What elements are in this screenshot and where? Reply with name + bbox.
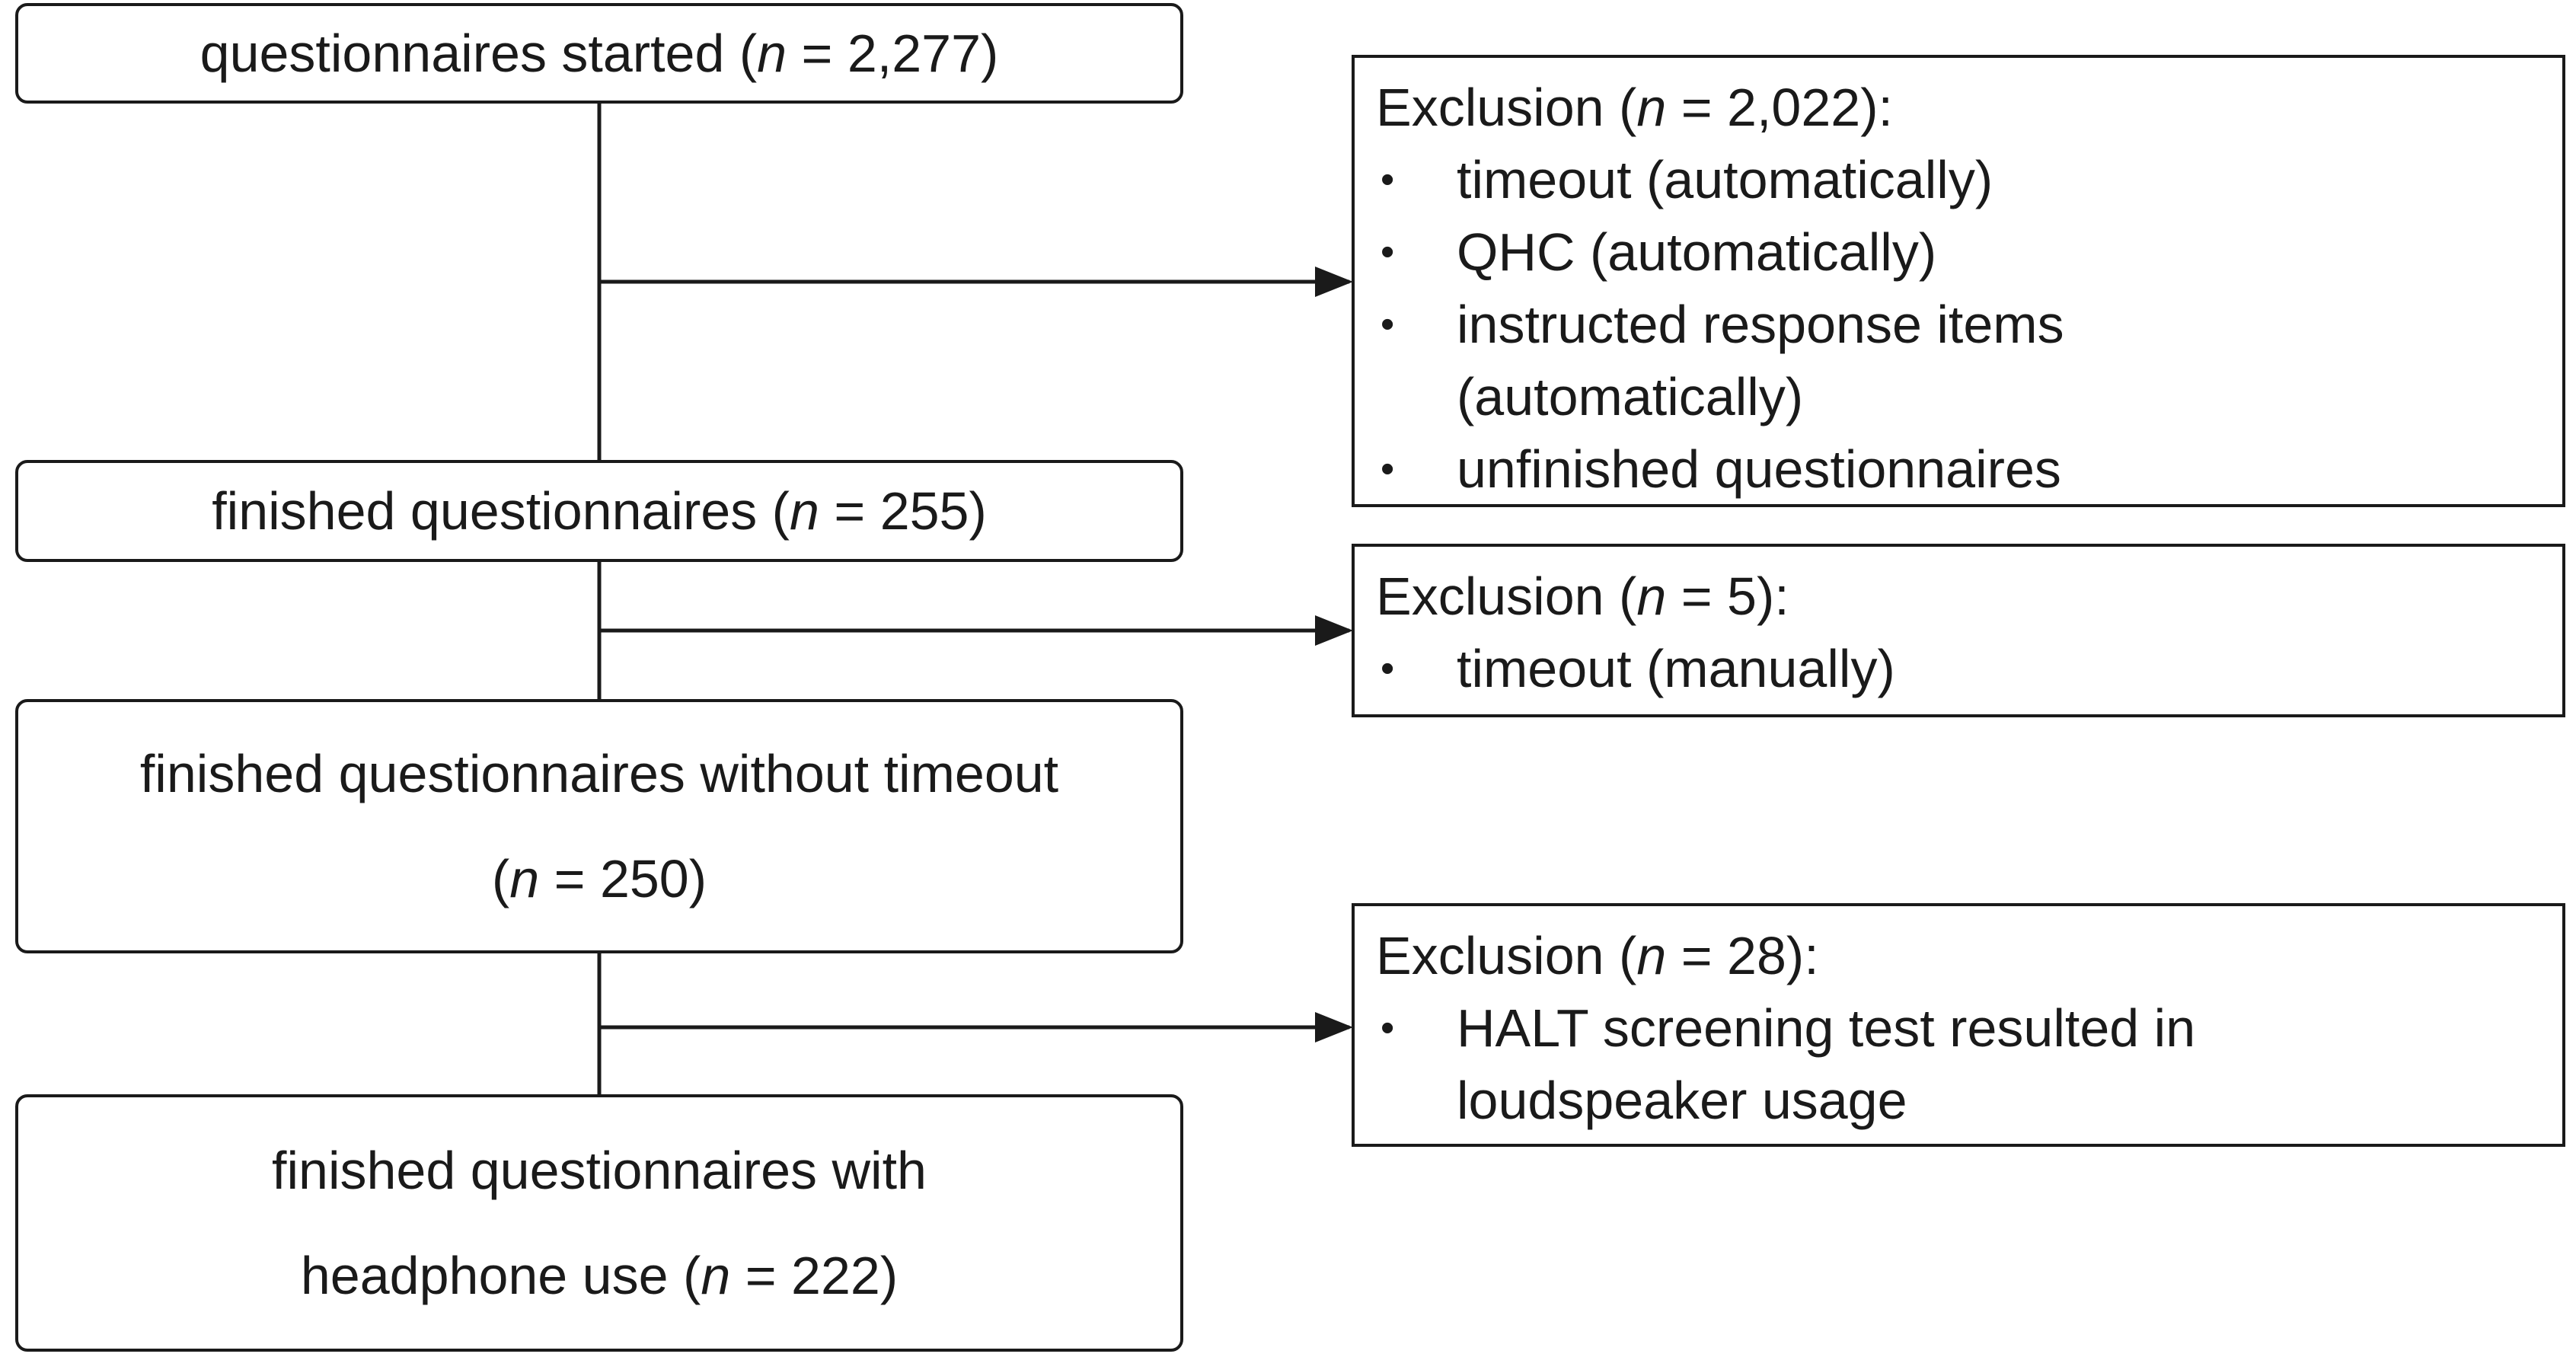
exclusion-3-list: HALT screening test resulted in loudspea…: [1376, 992, 2562, 1137]
exclusion-2-heading: Exclusion (n = 5):: [1376, 567, 1789, 626]
no-timeout-line2: (n = 250): [491, 849, 707, 908]
exclusion-3-item-halt-screening: HALT screening test resulted in loudspea…: [1376, 992, 2562, 1137]
finished-label: finished questionnaires (n = 255): [212, 481, 987, 541]
exclusion-1-heading: Exclusion (n = 2,022):: [1376, 78, 1893, 137]
exclusion-box-2: Exclusion (n = 5): timeout (manually): [1352, 544, 2565, 717]
exclusion-1-item-unfinished: unfinished questionnaires: [1376, 433, 2562, 506]
headphone-line2: headphone use (n = 222): [300, 1246, 899, 1305]
box-finished-with-headphone-use: finished questionnaires with headphone u…: [15, 1094, 1183, 1352]
exclusion-2-item-timeout-manual: timeout (manually): [1376, 633, 2562, 705]
exclusion-1-item-qhc-auto: QHC (automatically): [1376, 216, 2562, 289]
exclusion-3-heading: Exclusion (n = 28):: [1376, 926, 1819, 985]
exclusion-box-3: Exclusion (n = 28): HALT screening test …: [1352, 903, 2565, 1147]
box-finished-without-timeout: finished questionnaires without timeout …: [15, 699, 1183, 953]
box-questionnaires-started: questionnaires started (n = 2,277): [15, 3, 1183, 104]
exclusion-box-1: Exclusion (n = 2,022): timeout (automati…: [1352, 55, 2565, 507]
exclusion-2-list: timeout (manually): [1376, 633, 2562, 705]
no-timeout-line1: finished questionnaires without timeout: [139, 744, 1059, 803]
box-finished-questionnaires: finished questionnaires (n = 255): [15, 460, 1183, 562]
started-label: questionnaires started (n = 2,277): [200, 24, 999, 83]
headphone-line1: finished questionnaires with: [272, 1141, 927, 1200]
exclusion-1-item-instructed-response: instructed response items (automatically…: [1376, 289, 2562, 433]
exclusion-1-list: timeout (automatically) QHC (automatical…: [1376, 144, 2562, 506]
exclusion-1-item-timeout-auto: timeout (automatically): [1376, 144, 2562, 216]
